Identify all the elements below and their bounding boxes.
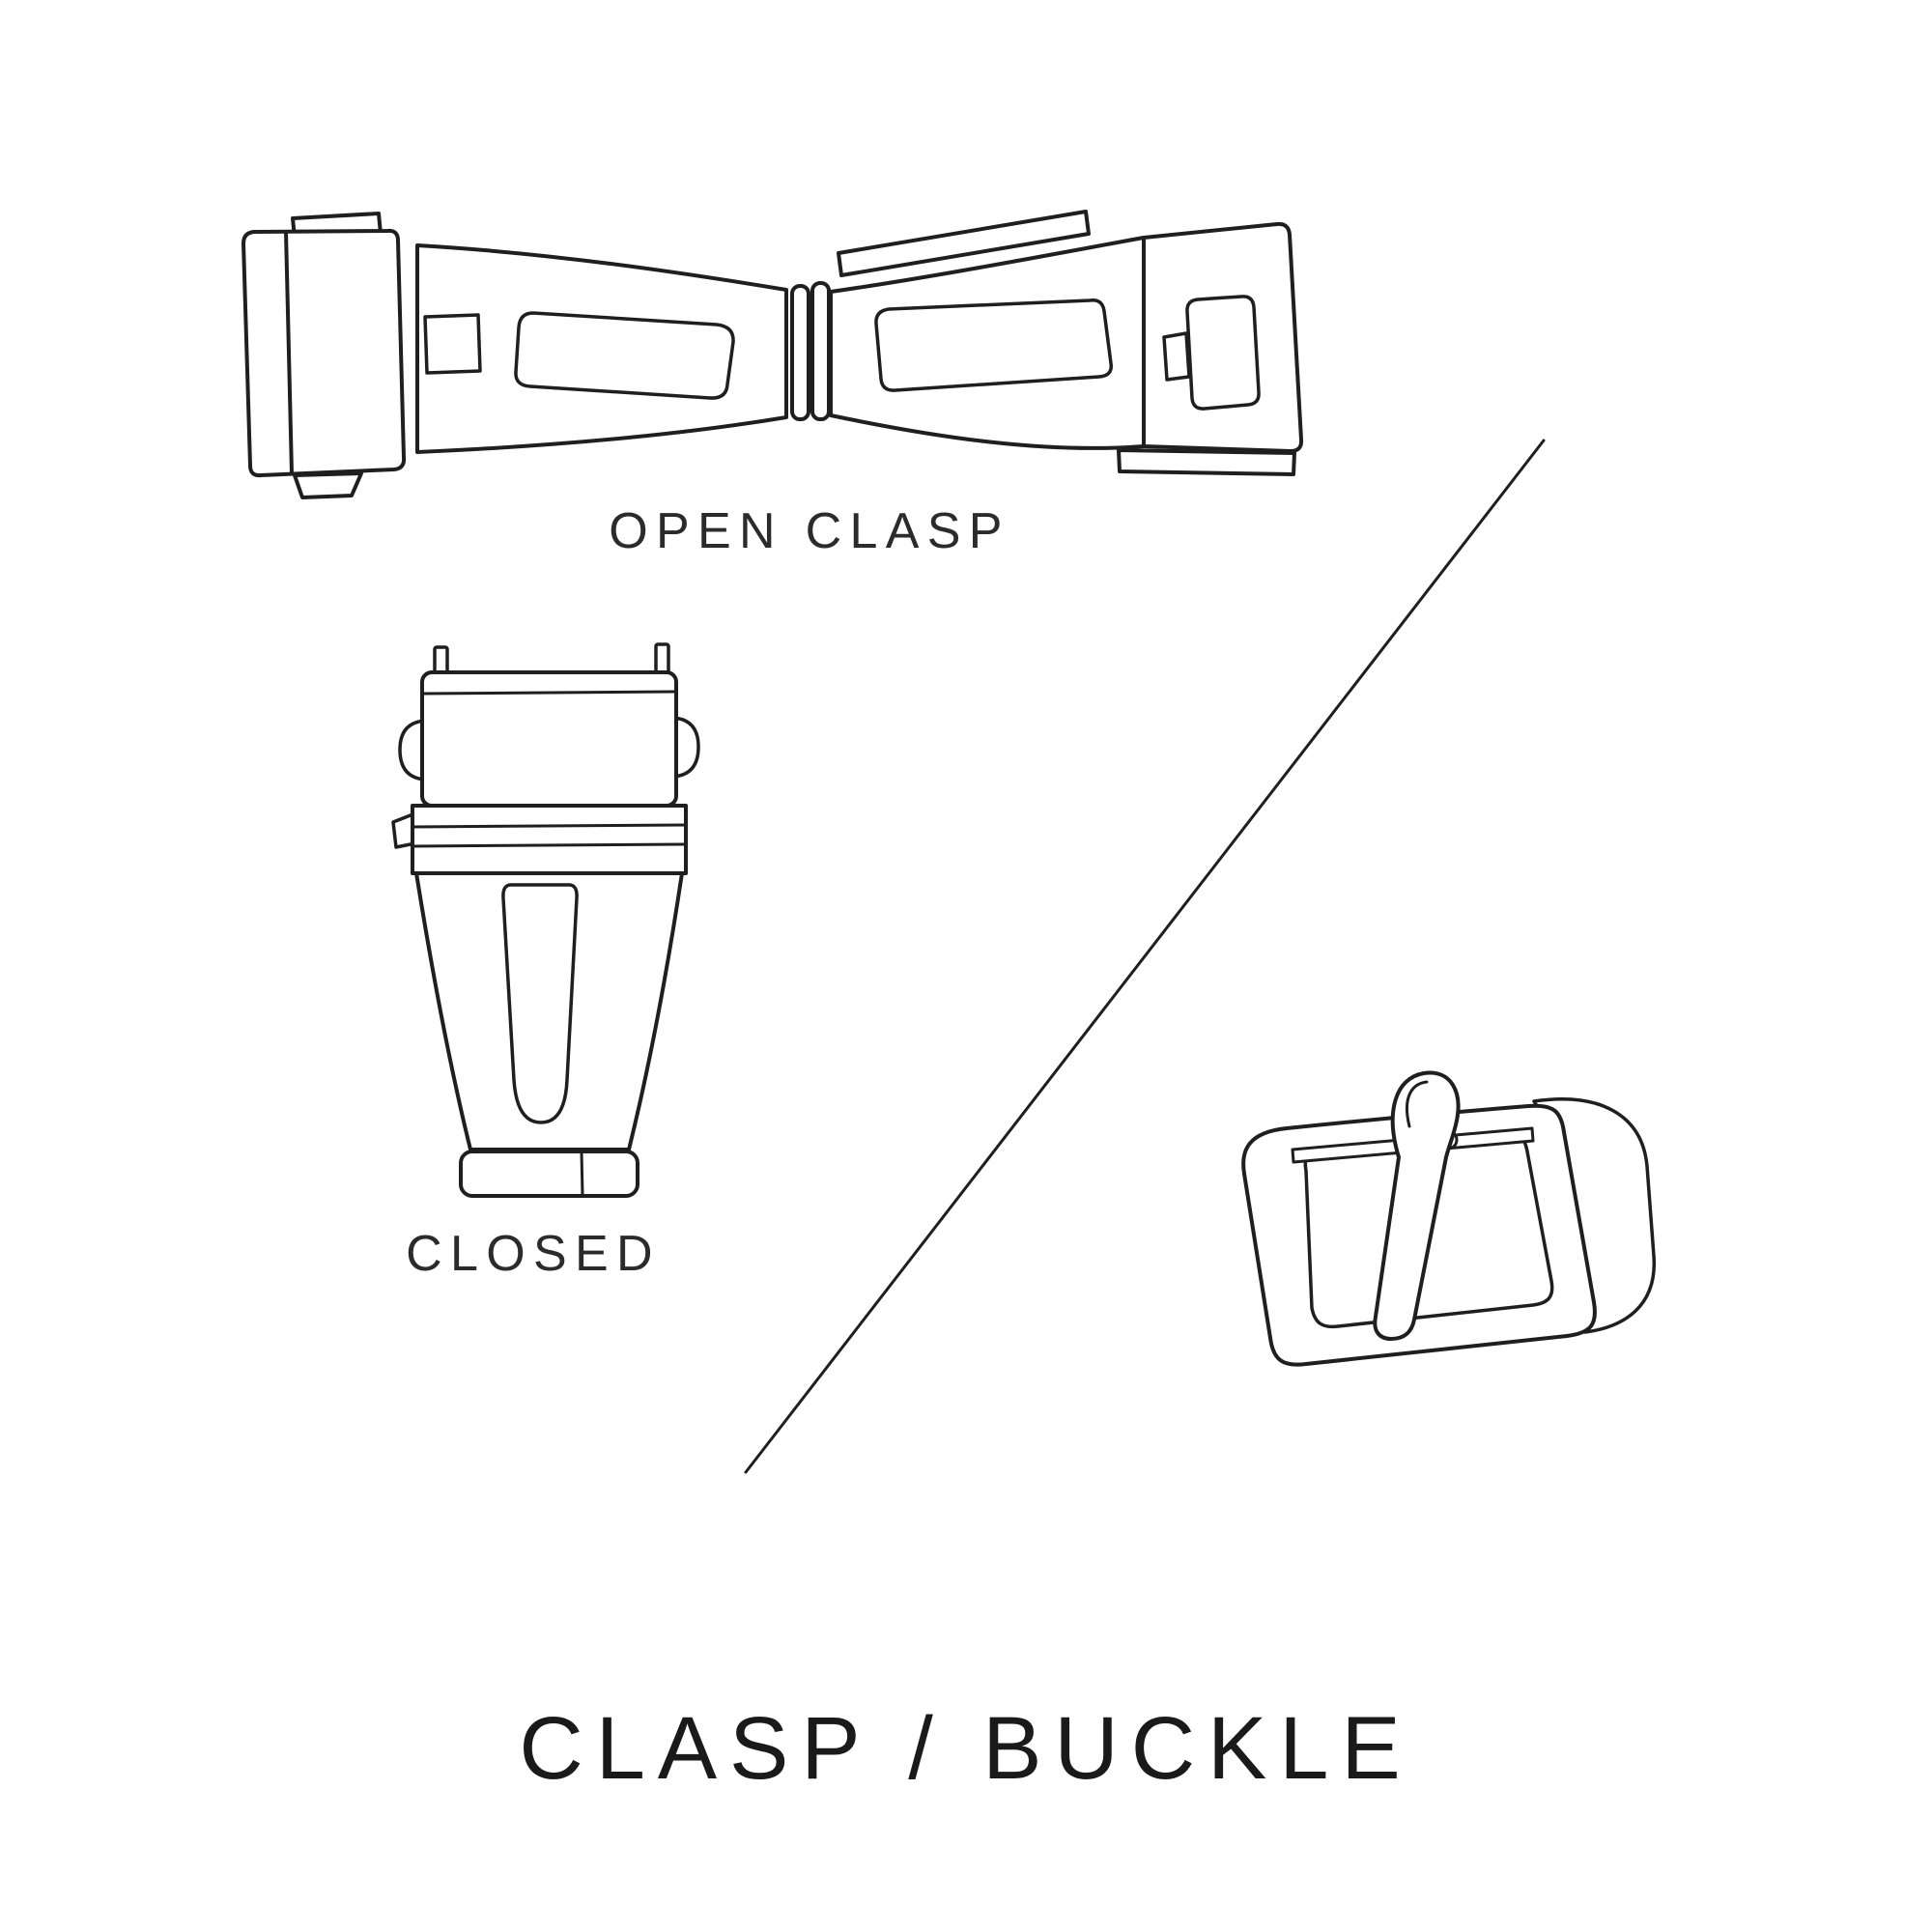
closed-clasp-band-line-2 — [412, 844, 686, 846]
closed-clasp-body — [416, 873, 682, 1150]
closed-label: CLOSED — [406, 1226, 661, 1282]
closed-clasp-band — [412, 806, 686, 873]
open-clasp-hook — [1187, 297, 1259, 409]
closed-clasp-illustration — [393, 644, 698, 1196]
open-clasp-label: OPEN CLASP — [609, 503, 1010, 559]
open-clasp-right-bottom-strip — [1119, 450, 1294, 474]
closed-clasp-band-line-1 — [412, 825, 686, 827]
open-clasp-illustration — [243, 212, 1301, 497]
closed-clasp-ear-right — [673, 718, 698, 777]
buckle-prong-loop-line — [1406, 1082, 1427, 1126]
open-clasp-left-arm-inner — [516, 313, 733, 398]
open-clasp-right-top-plate — [838, 212, 1089, 275]
tang-buckle-illustration — [1243, 1073, 1654, 1365]
open-clasp-hinge-bar-2 — [812, 283, 829, 419]
open-clasp-hook-tab — [1164, 333, 1189, 380]
buckle-prong — [1375, 1073, 1458, 1339]
open-clasp-left-block — [243, 231, 404, 475]
divider-line — [746, 440, 1544, 1472]
closed-clasp-slot — [503, 885, 577, 1122]
open-clasp-hinge-bar-1 — [792, 286, 809, 419]
open-clasp-right-arm-inner — [876, 300, 1111, 390]
closed-clasp-bottom-cap — [461, 1151, 638, 1196]
open-clasp-left-bottom-tab — [295, 473, 361, 497]
page-title: CLASP / BUCKLE — [519, 1699, 1413, 1798]
open-clasp-notch — [425, 315, 480, 373]
open-clasp-left-arm — [417, 245, 786, 452]
open-clasp-left-block-fold-line — [286, 232, 292, 473]
closed-clasp-ear-left — [400, 721, 425, 780]
closed-clasp-top-block-line — [424, 692, 674, 694]
